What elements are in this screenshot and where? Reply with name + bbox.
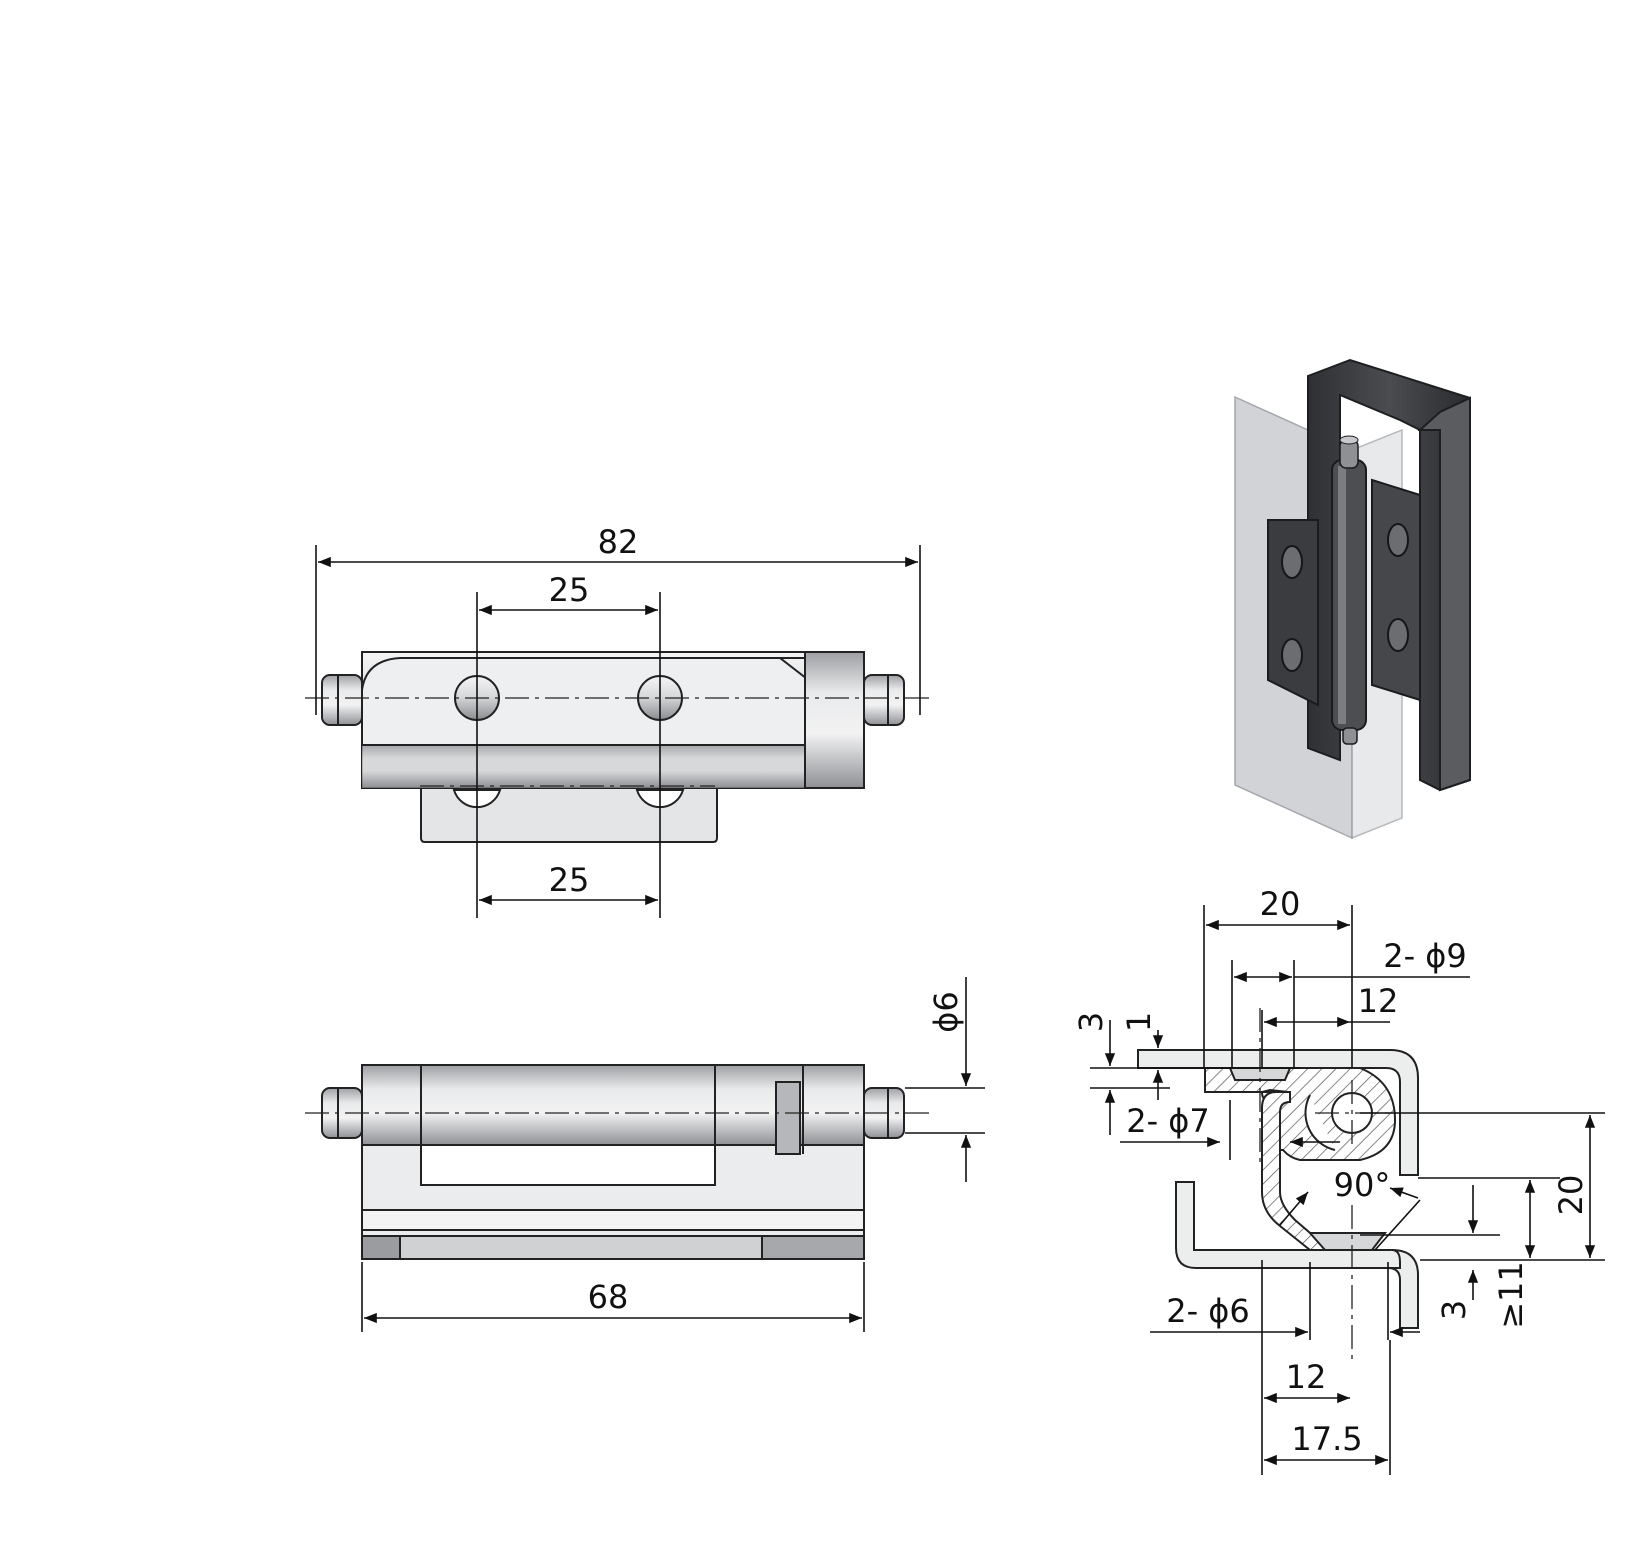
section-angle-dimension: 90° (1334, 1166, 1391, 1204)
top-view-left-pin (321, 674, 363, 726)
section-min-gap-dimension: ≥11 (1492, 1261, 1530, 1329)
section-hole-offset-top-dimension: 12 (1358, 982, 1399, 1020)
top-view-upper-leaf (361, 657, 861, 746)
section-step-dimension: 1 (1120, 1012, 1158, 1032)
top-view-knuckle (804, 651, 865, 789)
section-hole-mid-dimension: 2- ϕ7 (1126, 1102, 1210, 1140)
top-hole-spacing-dimension: 25 (549, 571, 590, 609)
bottom-hole-spacing-dimension: 25 (549, 861, 590, 899)
top-view: 82 25 25 (305, 523, 935, 918)
section-view: 20 2- ϕ9 12 3 1 2- ϕ7 90° (1072, 885, 1605, 1475)
section-hole-bottom-dimension: 2- ϕ6 (1166, 1292, 1250, 1330)
hinge-3d-render-icon (1234, 358, 1471, 840)
section-bottom-width-dimension: 17.5 (1291, 1420, 1362, 1458)
front-view: ϕ6 68 (305, 977, 985, 1332)
pin-diameter-dimension: ϕ6 (927, 991, 965, 1032)
top-overall-dimension: 82 (598, 523, 639, 561)
section-hole-top-dimension: 2- ϕ9 (1383, 937, 1467, 975)
section-top-plate (1137, 1049, 1419, 1176)
top-view-right-pin (863, 674, 905, 726)
body-length-dimension: 68 (588, 1278, 629, 1316)
section-thickness-bottom-dimension: 3 (1435, 1300, 1473, 1320)
section-hole-offset-bottom-dimension: 12 (1286, 1358, 1327, 1396)
section-thickness-top-dimension: 3 (1072, 1012, 1110, 1032)
section-bottom-plate (1175, 1181, 1419, 1329)
section-right-height-dimension: 20 (1552, 1175, 1590, 1216)
section-top-width-dimension: 20 (1260, 885, 1301, 923)
